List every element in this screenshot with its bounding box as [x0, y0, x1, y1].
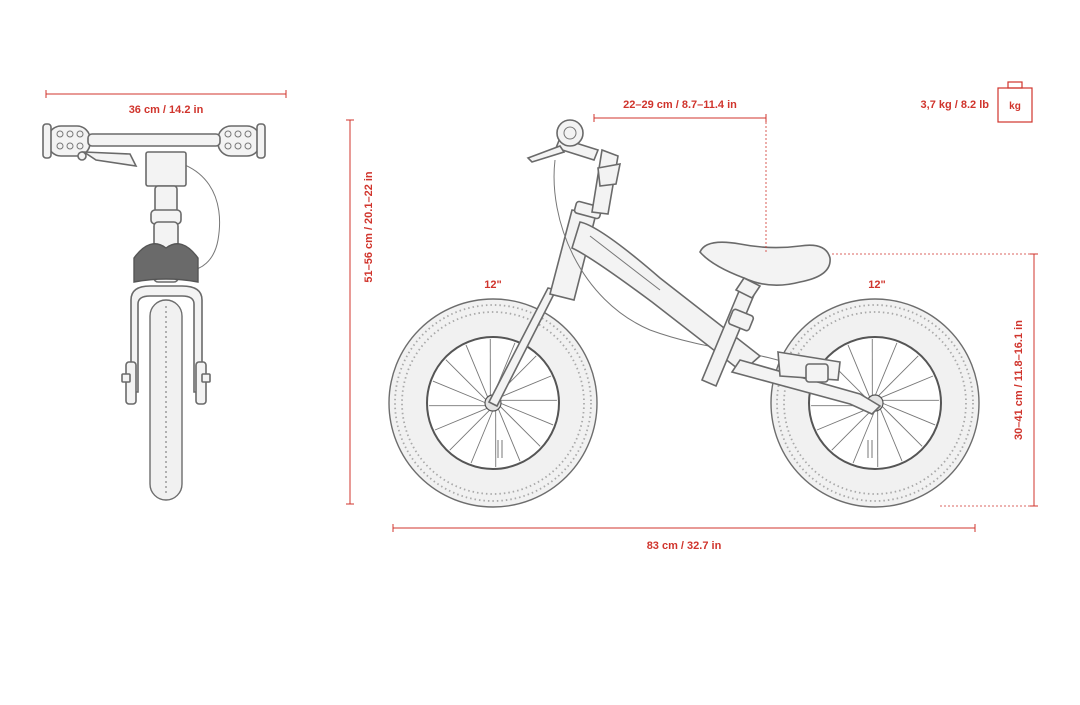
spoke: [499, 402, 554, 426]
spoke: [847, 344, 871, 399]
seat-height-dimension: 30–41 cm / 11.8–16.1 in: [832, 253, 1038, 507]
seat-height-label: 30–41 cm / 11.8–16.1 in: [1013, 320, 1025, 440]
side-view-bike: [388, 119, 980, 508]
spoke: [879, 375, 934, 399]
front-view-bike: [42, 123, 266, 501]
spoke: [445, 359, 487, 401]
spoke: [879, 407, 903, 462]
front-wheel-size-label: 12": [484, 279, 501, 291]
spoke: [465, 344, 489, 399]
spoke: [497, 375, 552, 399]
spoke: [470, 409, 494, 464]
stem-reach-label: 22–29 cm / 8.7–11.4 in: [623, 99, 737, 111]
overall-length-dimension: 83 cm / 32.7 in: [392, 524, 976, 552]
spoke: [432, 380, 487, 404]
spoke: [816, 407, 871, 431]
overall-length-label: 83 cm / 32.7 in: [647, 540, 722, 552]
handlebar-width-dimension: 36 cm / 14.2 in: [45, 90, 287, 116]
weight-kg-icon: kg: [997, 81, 1033, 123]
rear-wheel-size-label: 12": [868, 279, 885, 291]
weight-indicator: 3,7 kg / 8.2 lb kg: [921, 81, 1033, 123]
weight-label: 3,7 kg / 8.2 lb: [921, 99, 990, 111]
weight-icon-text: kg: [1009, 101, 1021, 112]
spoke: [449, 409, 491, 451]
spoke: [831, 409, 873, 451]
spoke: [874, 342, 898, 397]
handlebar-height-label: 51–56 cm / 20.1–22 in: [363, 171, 375, 283]
spoke: [852, 409, 876, 464]
spoke: [434, 407, 489, 431]
handlebar-height-dimension: 51–56 cm / 20.1–22 in: [346, 119, 375, 505]
spoke: [499, 405, 541, 447]
handlebar-width-label: 36 cm / 14.2 in: [129, 104, 204, 116]
stem-reach-dimension: 22–29 cm / 8.7–11.4 in: [593, 99, 767, 252]
spoke: [881, 402, 936, 426]
spoke: [881, 405, 923, 447]
spoke: [877, 355, 919, 397]
spoke: [497, 407, 521, 462]
